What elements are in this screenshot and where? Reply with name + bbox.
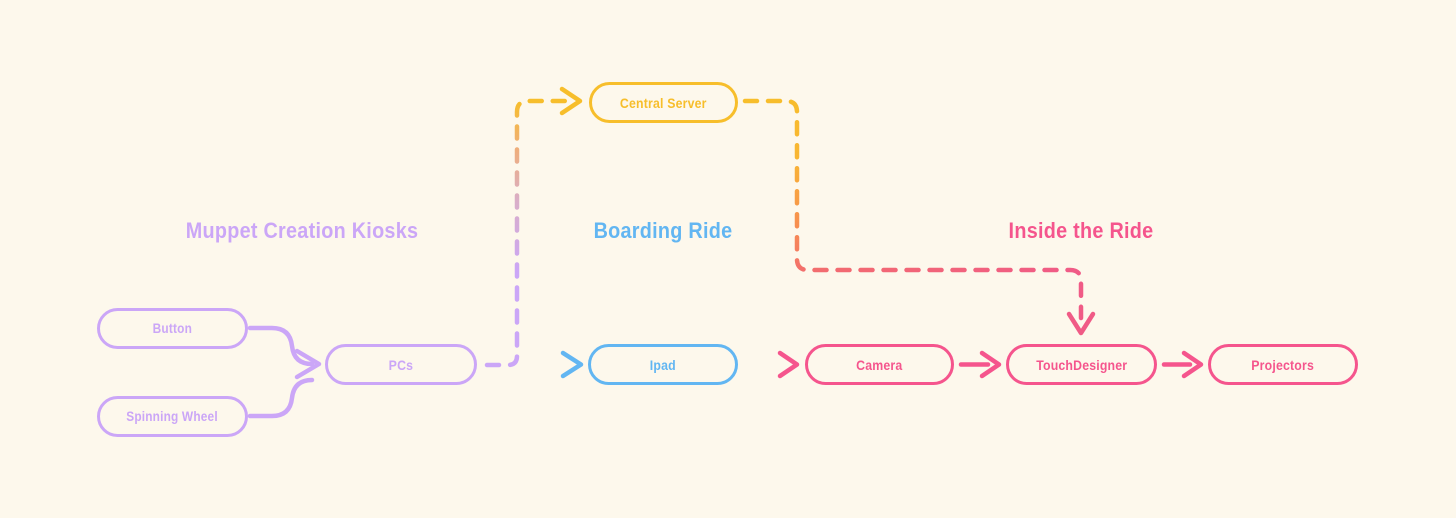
node-central-server-label: Central Server — [620, 94, 707, 111]
node-camera[interactable]: Camera — [805, 344, 954, 385]
node-touchdesigner-label: TouchDesigner — [1035, 356, 1128, 373]
node-button-label: Button — [152, 321, 193, 336]
node-pcs-label: PCs — [388, 356, 414, 373]
edge-spinning-wheel-to-pcs — [247, 348, 322, 419]
group-title-inside-the-ride: Inside the Ride — [1008, 218, 1154, 243]
edge-pcs-link-to-central-server — [484, 86, 583, 368]
node-pcs[interactable]: PCs — [325, 344, 477, 385]
group-title-kiosks: Muppet Creation Kiosks — [185, 218, 419, 243]
node-camera-label: Camera — [856, 356, 903, 373]
edge-pcs-to-ipad — [480, 350, 584, 379]
node-ipad[interactable]: Ipad — [588, 344, 738, 385]
node-spinning-wheel-label: Spinning Wheel — [126, 409, 219, 424]
group-title-boarding-ride: Boarding Ride — [593, 218, 733, 243]
edge-ipad-to-camera — [742, 350, 800, 379]
edge-camera-to-touchdesigner — [958, 350, 1002, 379]
node-ipad-label: Ipad — [649, 356, 677, 373]
edge-button-to-pcs — [247, 325, 315, 367]
node-button[interactable]: Button — [97, 308, 248, 349]
node-projectors[interactable]: Projectors — [1208, 344, 1358, 385]
node-spinning-wheel[interactable]: Spinning Wheel — [97, 396, 248, 437]
edge-central-server-to-touchdesigner — [742, 98, 1096, 336]
node-projectors-label: Projectors — [1251, 356, 1315, 373]
edge-touchdesigner-to-projectors — [1161, 350, 1204, 379]
node-central-server[interactable]: Central Server — [589, 82, 738, 123]
node-touchdesigner[interactable]: TouchDesigner — [1006, 344, 1157, 385]
